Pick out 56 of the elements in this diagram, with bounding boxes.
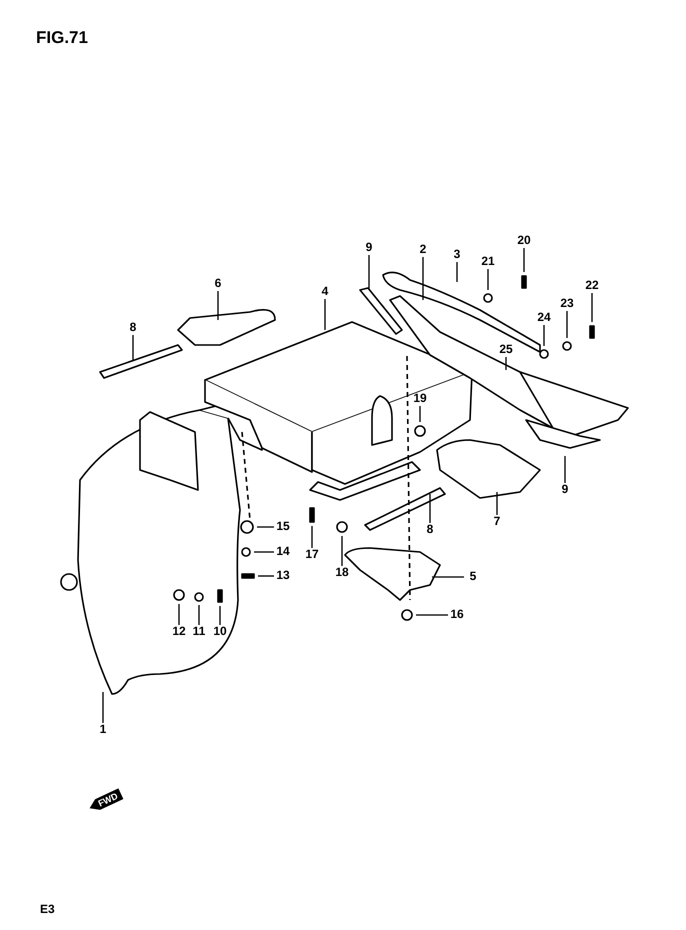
leader-line xyxy=(217,291,219,320)
callout-number: 22 xyxy=(585,279,599,292)
callout-number: 12 xyxy=(172,625,186,638)
callout-number: 7 xyxy=(494,515,500,528)
leader-line xyxy=(543,325,545,346)
callout-number: 2 xyxy=(420,243,426,256)
leader-line xyxy=(257,526,274,528)
leader-line xyxy=(419,406,421,422)
leader-line xyxy=(178,604,180,625)
leader-line xyxy=(311,526,313,548)
leader-line xyxy=(496,492,498,515)
callout-number: 8 xyxy=(130,321,136,334)
leader-line xyxy=(324,299,326,330)
leader-line xyxy=(429,494,431,523)
callout-number: 11 xyxy=(192,625,206,638)
region-code: E3 xyxy=(40,902,55,916)
leader-line xyxy=(432,576,464,578)
leader-line xyxy=(254,551,274,553)
callout-number: 23 xyxy=(560,297,574,310)
figure-number: FIG.71 xyxy=(36,28,88,48)
leader-line xyxy=(456,262,458,282)
leader-line xyxy=(198,605,200,625)
callout-number: 16 xyxy=(450,608,464,621)
leader-line xyxy=(341,536,343,566)
callout-number: 6 xyxy=(214,277,222,290)
leader-line xyxy=(523,248,525,272)
callout-number: 21 xyxy=(481,255,495,268)
callout-number: 13 xyxy=(276,569,290,582)
leader-line xyxy=(487,269,489,290)
leader-line xyxy=(258,575,274,577)
callout-number: 3 xyxy=(454,248,460,261)
callout-number: 1 xyxy=(100,723,106,736)
callout-number: 4 xyxy=(322,285,328,298)
callout-number: 19 xyxy=(413,392,427,405)
callout-number: 24 xyxy=(537,311,551,324)
leader-line xyxy=(591,293,593,322)
callout-number: 25 xyxy=(499,343,513,356)
callout-number: 9 xyxy=(366,241,372,254)
callout-number: 17 xyxy=(305,548,319,561)
leader-line xyxy=(564,456,566,483)
leader-line xyxy=(505,357,507,370)
callout-number: 5 xyxy=(470,570,476,583)
leader-line xyxy=(416,614,448,616)
leader-line xyxy=(422,257,424,300)
leader-line xyxy=(566,311,568,338)
callout-number: 20 xyxy=(517,234,531,247)
leader-line xyxy=(219,606,221,625)
leader-line xyxy=(132,335,134,360)
callout-number: 8 xyxy=(426,523,434,536)
callout-number: 10 xyxy=(213,625,227,638)
callout-number: 15 xyxy=(276,520,290,533)
callout-number: 9 xyxy=(562,483,568,496)
callout-number: 18 xyxy=(335,566,349,579)
leader-line xyxy=(368,255,370,290)
callout-number: 14 xyxy=(276,545,290,558)
leader-line xyxy=(102,692,104,723)
